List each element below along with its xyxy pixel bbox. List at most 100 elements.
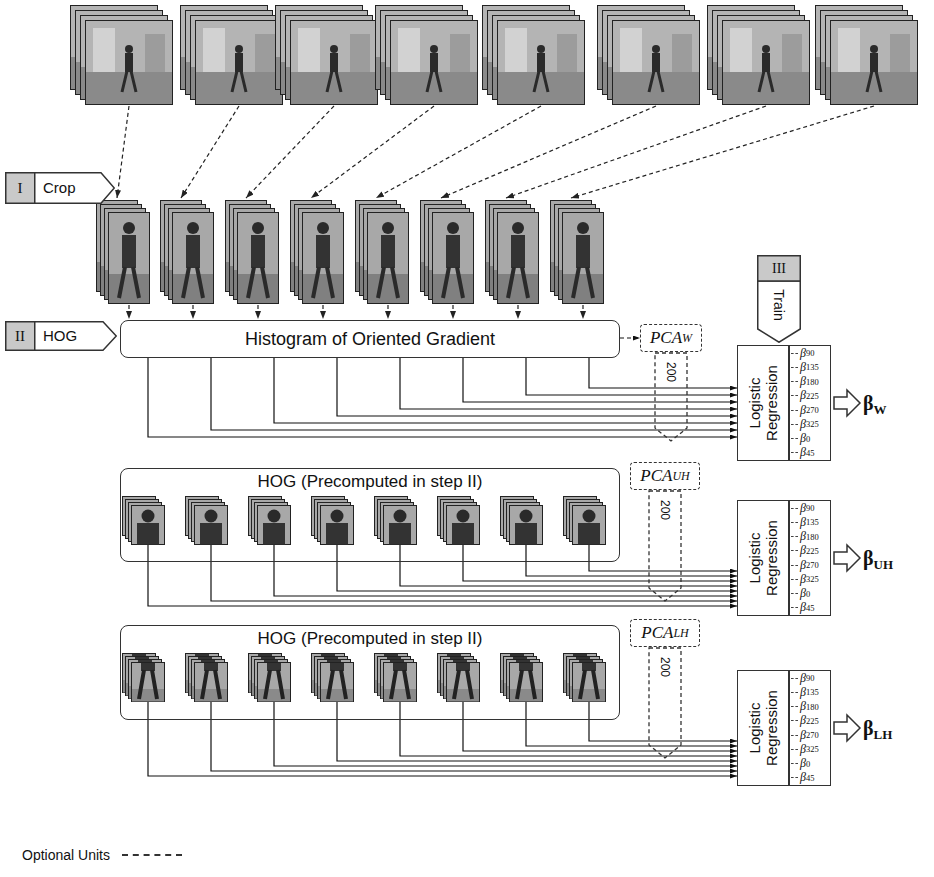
coefficient-tick <box>791 522 798 523</box>
feature-wires <box>148 545 589 720</box>
step-number-cell: II <box>5 321 35 351</box>
output-cell: βW <box>863 388 887 418</box>
photo-stack <box>276 6 378 105</box>
coefficient-index: 325 <box>806 574 819 584</box>
output-cell: βLH <box>863 713 892 743</box>
coefficient-row: β225 <box>791 544 829 558</box>
hollow-arrow <box>834 390 860 416</box>
coefficient-symbol: β <box>800 374 806 389</box>
coefficient-symbol: β <box>800 417 806 432</box>
crop-arrow <box>117 106 129 198</box>
output-cell: βUH <box>863 543 893 573</box>
step-number: II <box>15 328 25 344</box>
coefficient-row: β325 <box>791 572 829 586</box>
step-label: Train <box>771 289 787 320</box>
coefficient-index: 45 <box>806 773 815 783</box>
upper-half-stack <box>501 497 543 545</box>
group-title-cell: HOG (Precomputed in step II) <box>121 472 619 492</box>
step-number-box <box>6 322 35 351</box>
coefficient-index: 225 <box>806 716 819 726</box>
coefficient-symbol: β <box>800 572 806 587</box>
crop-arrow <box>181 106 239 198</box>
step-tag: ICrop <box>5 172 115 204</box>
crop-stack <box>226 201 279 304</box>
coefficient-row: β0 <box>791 432 829 446</box>
output-symbol: β <box>863 717 874 739</box>
coefficient-index: 90 <box>806 348 815 358</box>
hollow-arrow <box>834 545 860 571</box>
connector-arrow <box>463 720 737 751</box>
output-arrow: βLH <box>833 713 905 743</box>
coefficient-tick <box>791 508 798 509</box>
coefficient-tick <box>791 593 798 594</box>
connector-arrow <box>526 562 737 576</box>
coefficient-row: β0 <box>791 757 829 771</box>
photo-stack <box>816 6 918 105</box>
coefficient-symbol: β <box>800 360 806 375</box>
coefficient-row: β45 <box>791 771 829 785</box>
coefficient-tick <box>791 720 798 721</box>
pca-subscript: UH <box>672 469 689 484</box>
hog-input-arrows <box>129 305 583 319</box>
coefficient-symbol: β <box>800 543 806 558</box>
coefficient-tick <box>791 763 798 764</box>
coefficient-index: 0 <box>806 759 810 769</box>
connector-arrow <box>400 562 737 586</box>
step-label: HOG <box>43 327 77 344</box>
connector-arrow <box>526 358 737 395</box>
coefficient-box: β90β135β180β225β270β325β0β45 <box>789 345 831 461</box>
arrow-outline <box>6 173 115 204</box>
upper-half-stack <box>375 497 417 545</box>
pca-label: PCA <box>650 328 682 348</box>
coefficient-symbol: β <box>800 388 806 403</box>
coefficient-symbol: β <box>800 515 806 530</box>
crop-arrow <box>571 106 874 198</box>
coefficient-symbol: β <box>800 728 806 743</box>
coefficient-index: 180 <box>806 377 819 387</box>
classifier-box: Logistic Regression <box>737 670 789 786</box>
process-box: Histogram of Oriented Gradient <box>120 320 620 358</box>
coefficient-symbol: β <box>800 501 806 516</box>
coefficient-row: β180 <box>791 530 829 544</box>
upper-half-stack <box>438 497 480 545</box>
crop-stack <box>291 201 344 304</box>
connector-arrow <box>211 562 737 601</box>
photo-stack <box>71 6 173 105</box>
coefficient-symbol: β <box>800 586 806 601</box>
coefficient-row: β45 <box>791 601 829 615</box>
coefficient-symbol: β <box>800 403 806 418</box>
dimension-arrow: 200 <box>654 352 688 442</box>
output-symbol: β <box>863 547 874 569</box>
upper-half-stack <box>123 497 165 545</box>
coefficient-row: β0 <box>791 587 829 601</box>
input-arrow <box>192 305 193 319</box>
optional-box: PCAUH <box>630 462 700 490</box>
output-subscript: UH <box>874 557 894 572</box>
upper-half-stack <box>249 497 291 545</box>
lower-half-stack <box>123 654 165 702</box>
coefficient-row: β90 <box>791 501 829 515</box>
input-arrow <box>322 305 323 319</box>
connector-arrow <box>337 720 737 761</box>
coefficient-tick <box>791 395 798 396</box>
coefficient-tick <box>791 735 798 736</box>
arrow-outline <box>6 322 117 351</box>
pca-subscript: LH <box>673 626 688 641</box>
connector-arrow <box>463 562 737 581</box>
coefficient-row: β180 <box>791 375 829 389</box>
coefficient-index: 135 <box>806 362 819 372</box>
dimension-label: 200 <box>658 498 672 522</box>
coefficient-tick <box>791 367 798 368</box>
coefficient-tick <box>791 536 798 537</box>
coefficient-row: β135 <box>791 685 829 699</box>
arrow-outline <box>655 353 687 441</box>
lower-half-stack <box>438 654 480 702</box>
connector-arrow <box>274 562 737 596</box>
lower-half-row <box>123 654 606 702</box>
coefficient-index: 90 <box>806 503 815 513</box>
classifier-label: Logistic Regression <box>746 365 780 441</box>
feature-wire <box>148 702 589 720</box>
crop-arrows <box>117 106 874 198</box>
coefficient-row: β325 <box>791 742 829 756</box>
crop-stack <box>356 201 409 304</box>
